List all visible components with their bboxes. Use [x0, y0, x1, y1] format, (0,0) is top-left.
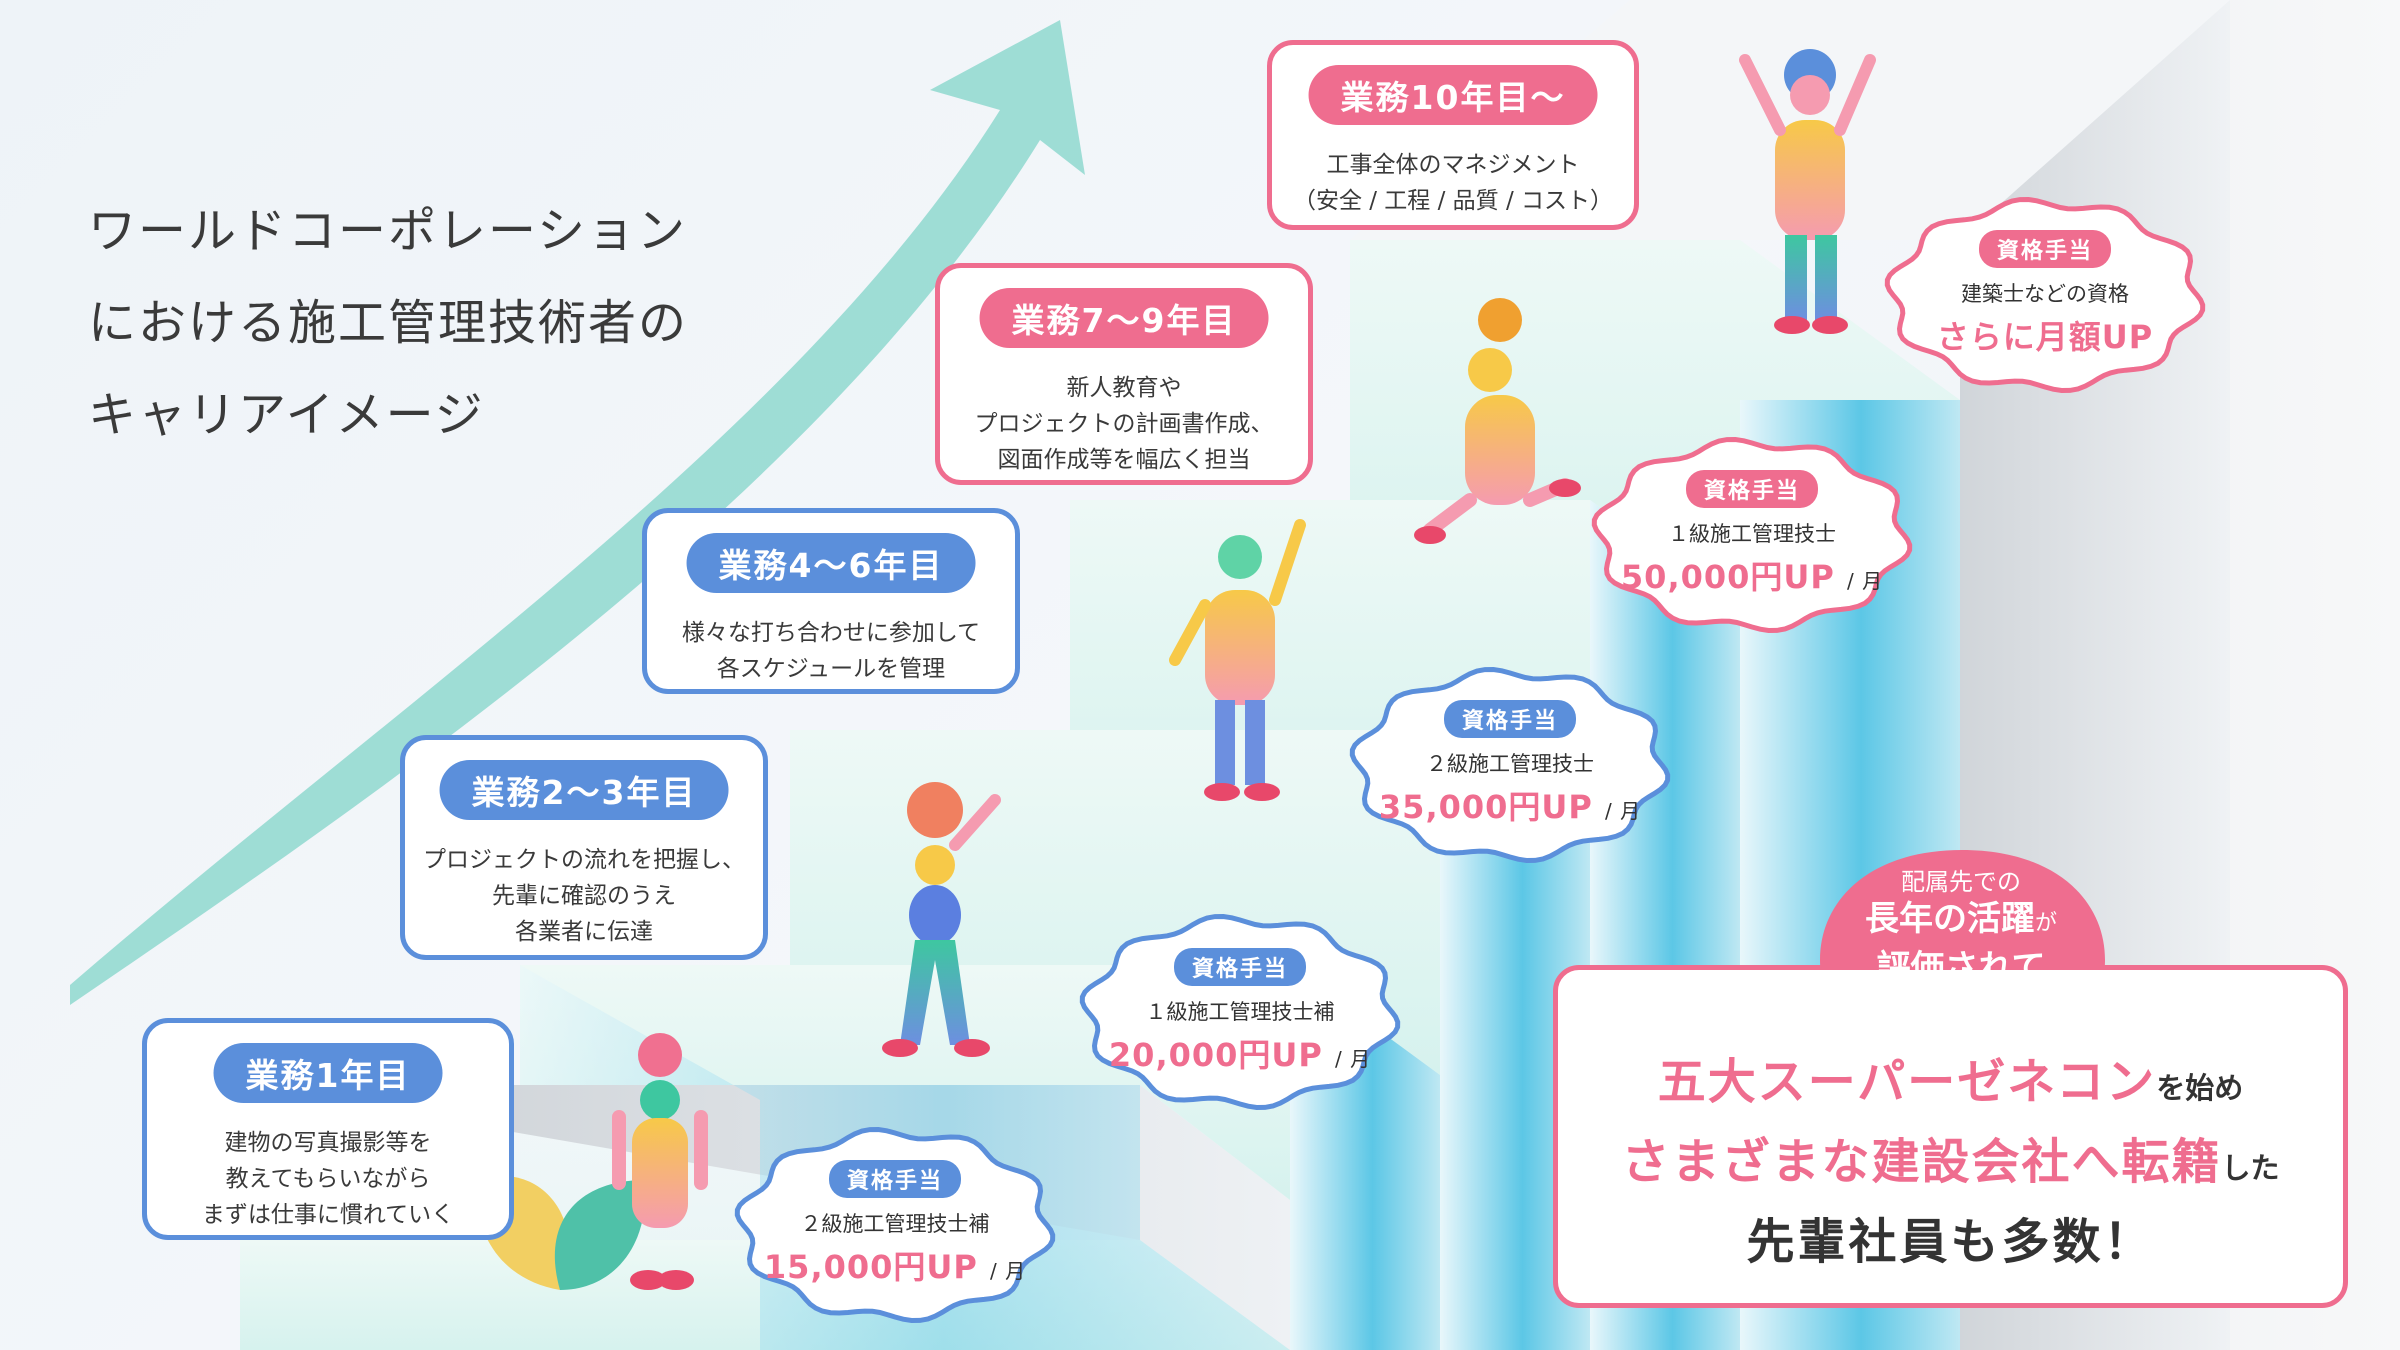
allowance-amount: 15,000円UP / 月 — [763, 1248, 1027, 1286]
callout-bubble-text: 配属先での 長年の活躍が 評価されて — [1864, 868, 2057, 988]
stage-description: 様々な打ち合わせに参加して 各スケジュールを管理 — [681, 620, 981, 682]
stage-description: 建物の写真撮影等を 教えてもらいながら まずは仕事に慣れていく — [201, 1130, 455, 1228]
allowance-amount: さらに月額UP — [1936, 318, 2154, 356]
stage-header: 業務4〜6年目 — [686, 533, 976, 593]
allowance-qualification: １級施工管理技士補 — [1145, 1000, 1335, 1024]
growth-arrow-icon — [70, 20, 1085, 1005]
allowance-badge-1: 資格手当 ２級施工管理技士補 15,000円UP / 月 — [760, 1160, 1030, 1288]
allowance-qualification: １級施工管理技士 — [1668, 522, 1836, 546]
stage-card-year-10-plus: 業務10年目〜 工事全体のマネジメント （安全 / 工程 / 品質 / コスト） — [1267, 40, 1639, 230]
stage-card-year-4-6: 業務4〜6年目 様々な打ち合わせに参加して 各スケジュールを管理 — [642, 508, 1020, 694]
allowance-amount: 35,000円UP / 月 — [1378, 788, 1642, 826]
stage-card-year-2-3: 業務2〜3年目 プロジェクトの流れを把握し、 先輩に確認のうえ 各業者に伝達 — [400, 735, 768, 960]
allowance-amount: 50,000円UP / 月 — [1620, 558, 1884, 596]
title-line-3: キャリアイメージ — [88, 387, 485, 443]
allowance-tag: 資格手当 — [1443, 700, 1576, 738]
stage-header: 業務7〜9年目 — [979, 288, 1269, 348]
allowance-tag: 資格手当 — [1685, 470, 1818, 508]
allowance-qualification: ２級施工管理技士補 — [800, 1212, 990, 1236]
allowance-badge-4: 資格手当 １級施工管理技士 50,000円UP / 月 — [1617, 470, 1887, 598]
allowance-badge-shapes — [734, 196, 2206, 1324]
worker-figure-icon — [612, 49, 1876, 1290]
allowance-tag: 資格手当 — [1173, 948, 1306, 986]
allowance-badge-shape — [1884, 196, 2206, 394]
allowance-amount: 20,000円UP / 月 — [1108, 1036, 1372, 1074]
stage-description: プロジェクトの流れを把握し、 先輩に確認のうえ 各業者に伝達 — [423, 847, 745, 945]
highlight-line-1: 五大スーパーゼネコンを始め — [1657, 1054, 2244, 1110]
stage-card-year-7-9: 業務7〜9年目 新人教育や プロジェクトの計画書作成、 図面作成等を幅広く担当 — [935, 263, 1313, 485]
transfer-highlight-box: 五大スーパーゼネコンを始め さまざまな建設会社へ転籍した 先輩社員も多数！ — [1553, 965, 2348, 1308]
stage-description: 工事全体のマネジメント （安全 / 工程 / 品質 / コスト） — [1292, 152, 1614, 214]
allowance-badge-shape — [1079, 913, 1401, 1111]
title-line-1: ワールドコーポレーション — [88, 203, 688, 259]
allowance-tag: 資格手当 — [1978, 230, 2111, 268]
allowance-badge-shape — [734, 1126, 1056, 1324]
allowance-badge-2: 資格手当 １級施工管理技士補 20,000円UP / 月 — [1105, 948, 1375, 1076]
allowance-qualification: ２級施工管理技士 — [1426, 752, 1594, 776]
allowance-badge-5: 資格手当 建築士などの資格 さらに月額UP — [1910, 230, 2180, 358]
stage-header: 業務10年目〜 — [1308, 65, 1598, 125]
allowance-qualification: 建築士などの資格 — [1961, 282, 2129, 306]
allowance-badge-shape — [1591, 436, 1913, 634]
stage-header: 業務1年目 — [213, 1043, 443, 1103]
stage-description: 新人教育や プロジェクトの計画書作成、 図面作成等を幅広く担当 — [974, 375, 1274, 473]
stage-card-year-1: 業務1年目 建物の写真撮影等を 教えてもらいながら まずは仕事に慣れていく — [142, 1018, 514, 1240]
allowance-badge-3: 資格手当 ２級施工管理技士 35,000円UP / 月 — [1375, 700, 1645, 828]
allowance-badge-shape — [1349, 666, 1671, 864]
highlight-line-3: 先輩社員も多数！ — [1746, 1214, 2155, 1270]
page-title: ワールドコーポレーション における施工管理技術者の キャリアイメージ — [88, 185, 688, 461]
highlight-line-2: さまざまな建設会社へ転籍した — [1621, 1134, 2280, 1190]
title-line-2: における施工管理技術者の — [88, 295, 689, 351]
stage-header: 業務2〜3年目 — [439, 760, 729, 820]
allowance-tag: 資格手当 — [828, 1160, 961, 1198]
